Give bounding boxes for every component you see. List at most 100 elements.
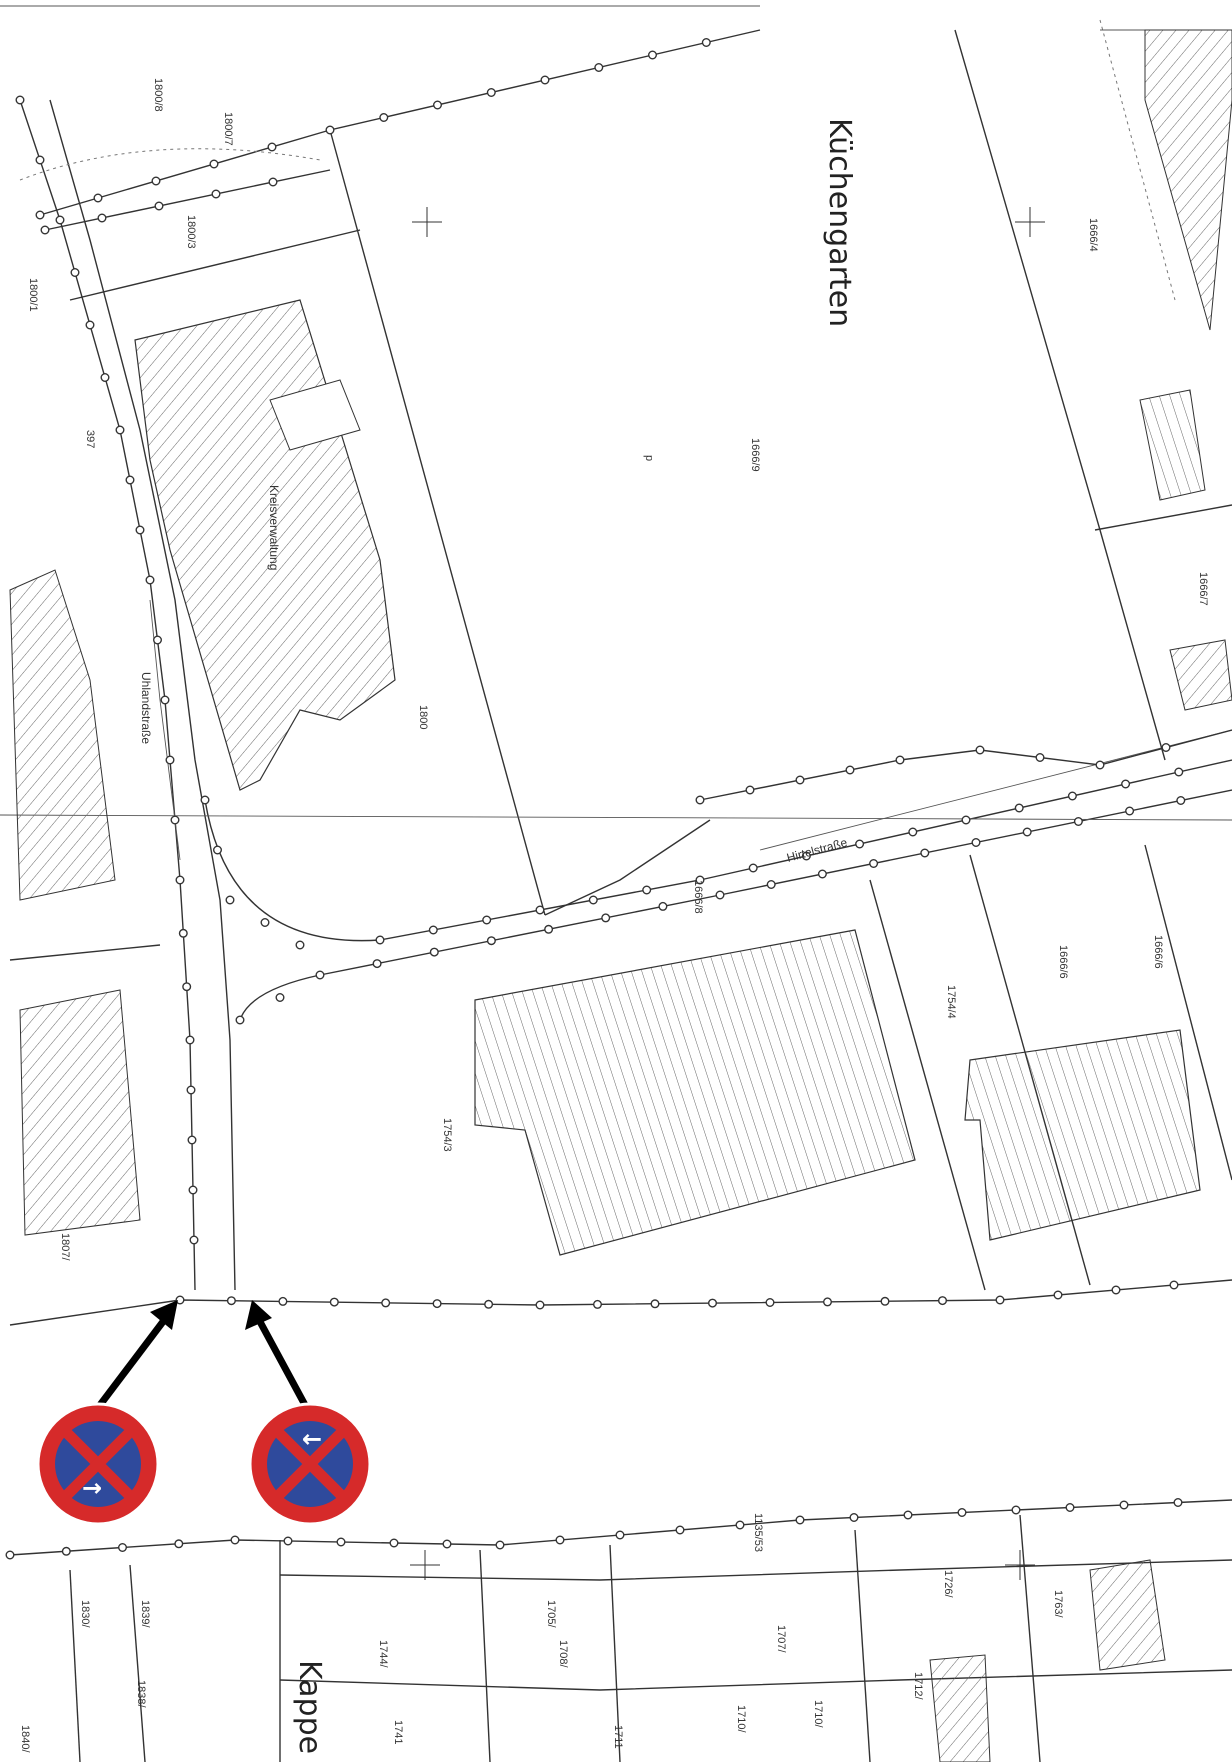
bottom-vline-4 bbox=[854, 1529, 871, 1762]
survey-point bbox=[975, 745, 985, 755]
building-void bbox=[269, 379, 361, 451]
survey-point bbox=[70, 268, 80, 278]
survey-point bbox=[187, 1135, 197, 1145]
survey-point bbox=[540, 75, 550, 85]
survey-point bbox=[845, 765, 855, 775]
survey-point bbox=[188, 1185, 198, 1195]
north-boundary-3 bbox=[69, 229, 361, 301]
survey-point bbox=[442, 1539, 452, 1549]
survey-point bbox=[650, 1299, 660, 1309]
survey-point bbox=[1035, 753, 1045, 763]
bottom-parcel-line-3 bbox=[279, 1669, 1232, 1691]
survey-point bbox=[151, 176, 161, 186]
parcel-labels: 1800/8 1800/7 1800/3 1800/1 1800 1666/4 … bbox=[19, 78, 1209, 1753]
survey-point bbox=[1011, 1505, 1021, 1515]
dotted-boundary bbox=[19, 148, 321, 181]
survey-point bbox=[160, 695, 170, 705]
street-label-hirtelstrasse: Hirtelstraße bbox=[785, 835, 849, 865]
sign-arrow-left: ← bbox=[302, 1425, 322, 1453]
survey-point bbox=[849, 1512, 859, 1522]
parcel-line-r2 bbox=[699, 729, 1232, 801]
survey-point bbox=[801, 851, 811, 861]
survey-point bbox=[100, 373, 110, 383]
survey-point bbox=[186, 1085, 196, 1095]
e-building bbox=[1169, 639, 1232, 711]
survey-point bbox=[115, 425, 125, 435]
survey-point bbox=[35, 155, 45, 165]
survey-point bbox=[903, 1510, 913, 1520]
survey-point bbox=[1111, 1285, 1121, 1295]
survey-point bbox=[594, 63, 604, 73]
survey-point bbox=[957, 1507, 967, 1517]
survey-point bbox=[372, 959, 382, 969]
survey-point bbox=[748, 863, 758, 873]
bottom-vline-2 bbox=[479, 1549, 491, 1762]
grid-crosshairs bbox=[410, 207, 1045, 1580]
bottom-parcel-line-2 bbox=[279, 1559, 1232, 1581]
survey-point bbox=[329, 1297, 339, 1307]
parcel-label: 1666/9 bbox=[749, 438, 761, 472]
survey-point bbox=[165, 755, 175, 765]
survey-point bbox=[429, 947, 439, 957]
survey-point bbox=[1119, 1500, 1129, 1510]
survey-point bbox=[795, 775, 805, 785]
survey-point bbox=[1121, 779, 1131, 789]
survey-point bbox=[745, 785, 755, 795]
w-building-2 bbox=[19, 989, 141, 1236]
survey-point bbox=[484, 1299, 494, 1309]
survey-point bbox=[230, 1535, 240, 1545]
uhland-road-edge-right bbox=[49, 99, 236, 1291]
parcel-label: 1807/ bbox=[59, 1233, 71, 1261]
building-label-kreisverwaltung: Kreisverwaltung bbox=[267, 485, 281, 570]
parcel-label: 1666/7 bbox=[1197, 572, 1209, 606]
large-hatched-building bbox=[474, 929, 916, 1256]
survey-point bbox=[1176, 796, 1186, 806]
survey-point bbox=[135, 525, 145, 535]
parcel-label: 1800/3 bbox=[185, 215, 197, 249]
survey-point bbox=[175, 1295, 185, 1305]
parcel-label: 1705/ bbox=[545, 1600, 557, 1628]
parcel-line-1754 bbox=[869, 879, 986, 1291]
survey-point bbox=[85, 320, 95, 330]
survey-point bbox=[615, 1530, 625, 1540]
survey-point bbox=[170, 815, 180, 825]
survey-point bbox=[1053, 1290, 1063, 1300]
parcel-label: 1666/8 bbox=[692, 880, 704, 914]
survey-point bbox=[211, 189, 221, 199]
survey-point bbox=[225, 895, 235, 905]
survey-point bbox=[325, 125, 335, 135]
survey-point bbox=[486, 936, 496, 946]
parcel-label: 1800/1 bbox=[27, 278, 39, 312]
hirtel-road-edge-top bbox=[204, 759, 1232, 942]
parcel-label: 1710/ bbox=[812, 1700, 824, 1728]
survey-point bbox=[593, 1299, 603, 1309]
survey-point bbox=[295, 940, 305, 950]
bottom-parcel-line-1 bbox=[9, 1499, 1232, 1556]
bottom-vline-3 bbox=[609, 1544, 621, 1762]
survey-point bbox=[708, 1298, 718, 1308]
survey-point bbox=[178, 928, 188, 938]
parcel-label: 1666/6 bbox=[1152, 935, 1164, 969]
street-label-kappel: Kappe bbox=[292, 1660, 327, 1754]
parcel-label: 1744/ bbox=[377, 1640, 389, 1668]
survey-point bbox=[182, 982, 192, 992]
arrow-left-head bbox=[150, 1300, 178, 1330]
survey-point bbox=[55, 215, 65, 225]
survey-point bbox=[1073, 817, 1083, 827]
survey-point bbox=[695, 875, 705, 885]
w-building-1 bbox=[9, 569, 116, 901]
hirtel-line-upper bbox=[759, 729, 1232, 851]
survey-point bbox=[93, 193, 103, 203]
kreisverwaltung-building bbox=[134, 299, 396, 791]
survey-point bbox=[175, 875, 185, 885]
parcel-label: 1763/ bbox=[1052, 1590, 1064, 1618]
survey-point bbox=[35, 210, 45, 220]
survey-point bbox=[61, 1546, 71, 1556]
parcel-label: 1800/7 bbox=[222, 112, 234, 146]
survey-point bbox=[486, 87, 496, 97]
survey-point bbox=[375, 935, 385, 945]
survey-point bbox=[209, 159, 219, 169]
s-building bbox=[929, 1654, 991, 1762]
no-stopping-sign-right: ← bbox=[248, 1402, 372, 1526]
survey-point bbox=[1095, 760, 1105, 770]
